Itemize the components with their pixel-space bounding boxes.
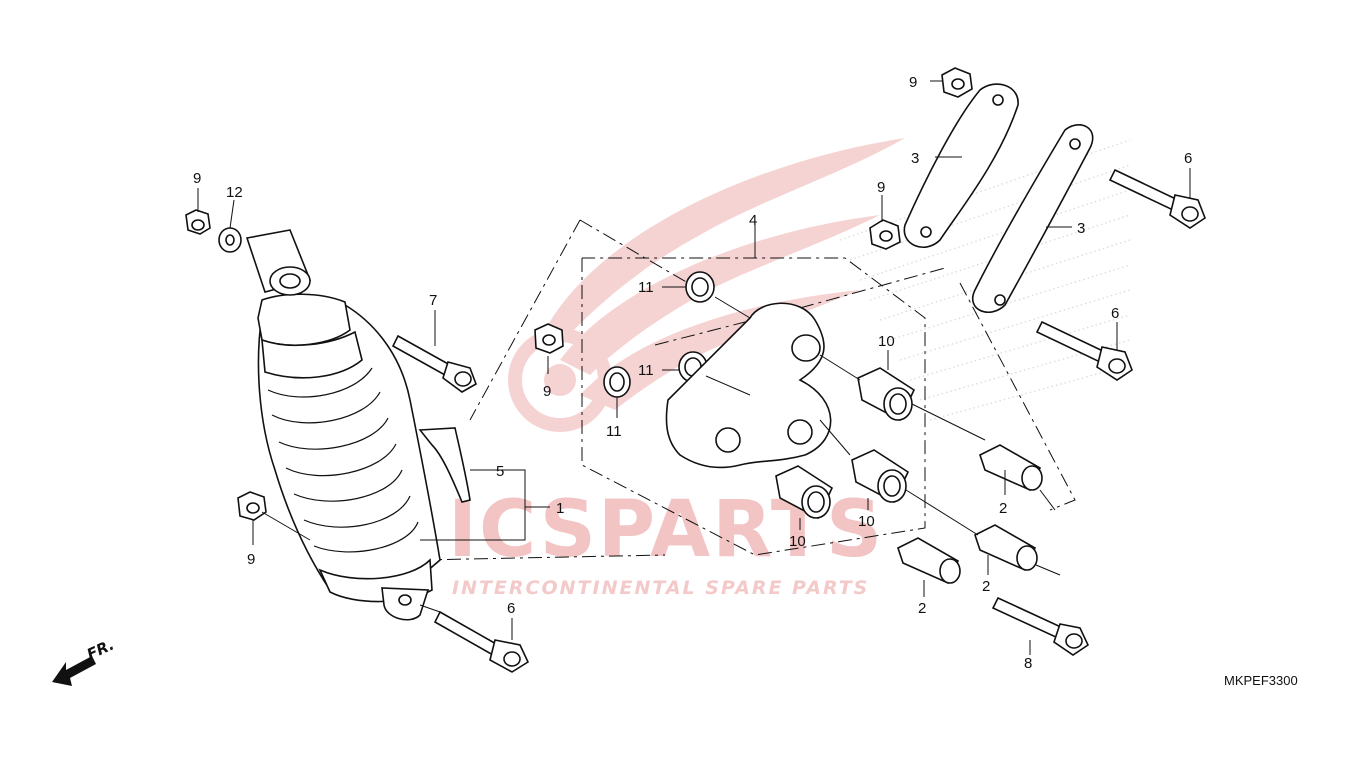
seal-11-top bbox=[685, 271, 715, 303]
nut-9-center bbox=[534, 323, 564, 354]
collar-2-bottom bbox=[897, 537, 961, 585]
callout-1: 1 bbox=[556, 500, 564, 517]
collar-2-middle bbox=[974, 524, 1038, 572]
callout-6: 6 bbox=[1184, 150, 1192, 167]
bearing-10-upper bbox=[857, 367, 916, 422]
leader-lines bbox=[197, 80, 1191, 655]
callout-10: 10 bbox=[858, 513, 875, 530]
assembly-outlines bbox=[419, 219, 1076, 590]
bolt-6-bottom bbox=[433, 610, 530, 673]
bolt-6-top-right bbox=[1108, 168, 1206, 229]
bolt-6-right-mid bbox=[1035, 320, 1133, 381]
callout-12: 12 bbox=[226, 184, 243, 201]
arrow-left-icon bbox=[52, 656, 96, 686]
callout-3: 3 bbox=[911, 150, 919, 167]
seal-11-lower bbox=[603, 366, 631, 398]
label-plate-5 bbox=[418, 427, 471, 503]
bolt-7 bbox=[391, 334, 477, 393]
front-direction-indicator: FR. bbox=[52, 636, 117, 686]
shock-absorber bbox=[245, 229, 441, 621]
callout-10: 10 bbox=[878, 333, 895, 350]
nut-9-right-mid bbox=[869, 219, 901, 250]
washer-12 bbox=[218, 227, 242, 253]
callout-6: 6 bbox=[1111, 305, 1119, 322]
bolt-8 bbox=[991, 596, 1090, 656]
nut-9-left-lower bbox=[237, 491, 267, 521]
connecting-rod-3-left bbox=[903, 83, 1019, 249]
callout-2: 2 bbox=[982, 578, 990, 595]
callout-11: 11 bbox=[606, 423, 622, 440]
callout-2: 2 bbox=[999, 500, 1007, 517]
callout-3: 3 bbox=[1077, 220, 1085, 237]
shock-top-bushing bbox=[245, 229, 312, 296]
callout-9: 9 bbox=[247, 551, 255, 568]
connecting-rod-3-right bbox=[972, 124, 1094, 314]
watermark-subtitle: INTERCONTINENTAL SPARE PARTS bbox=[452, 577, 869, 599]
collar-2-right bbox=[979, 444, 1043, 492]
callout-10: 10 bbox=[789, 533, 806, 550]
direction-label: FR. bbox=[84, 636, 117, 664]
callout-labels: 9 12 7 9 5 1 9 6 4 11 11 11 10 10 10 2 2… bbox=[193, 74, 1192, 672]
callout-5: 5 bbox=[496, 463, 504, 480]
bearing-10-right bbox=[851, 449, 910, 504]
callout-11: 11 bbox=[638, 279, 654, 296]
bearing-10-left bbox=[775, 465, 834, 520]
callout-9: 9 bbox=[909, 74, 917, 91]
cushion-arm-4 bbox=[665, 302, 832, 469]
callout-8: 8 bbox=[1024, 655, 1032, 672]
callout-2: 2 bbox=[918, 600, 926, 617]
callout-11: 11 bbox=[638, 362, 654, 379]
diagram-code: MKPEF3300 bbox=[1224, 673, 1298, 688]
callout-9: 9 bbox=[193, 170, 201, 187]
callout-7: 7 bbox=[429, 292, 437, 309]
callout-9: 9 bbox=[877, 179, 885, 196]
nut-9-top-left bbox=[185, 209, 211, 235]
callout-9: 9 bbox=[543, 383, 551, 400]
nut-9-top-right bbox=[941, 67, 973, 98]
watermark: ICSPARTS INTERCONTINENTAL SPARE PARTS bbox=[448, 138, 1131, 599]
callout-6: 6 bbox=[507, 600, 515, 617]
callout-4: 4 bbox=[749, 212, 757, 229]
